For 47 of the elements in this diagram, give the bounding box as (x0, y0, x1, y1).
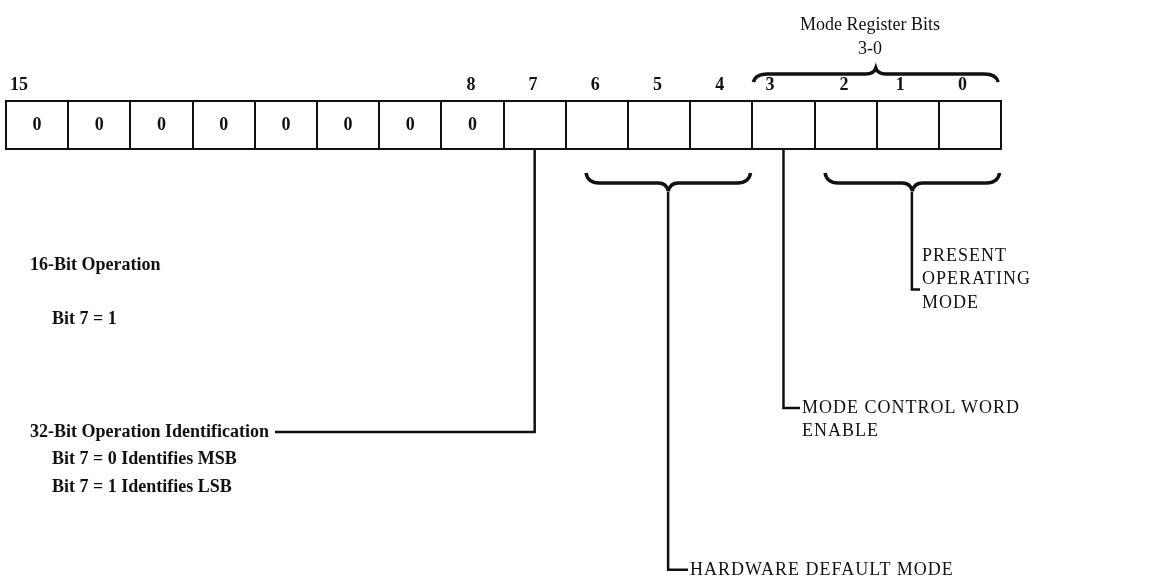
annotation-text: 32-Bit Operation Identification (30, 420, 269, 443)
bit-number: 0 (958, 73, 967, 96)
bit-value: 0 (32, 113, 42, 137)
annotation-text: HARDWARE DEFAULT MODE (690, 558, 954, 581)
bit-value: 0 (343, 113, 353, 137)
register-bit-cell (627, 100, 692, 150)
bit-value: 0 (157, 113, 166, 137)
register-bit-cell (875, 100, 940, 150)
bit-value: 0 (405, 113, 415, 137)
bit-number: 5 (653, 73, 662, 96)
register-bit-cell (502, 100, 567, 150)
register-bit-cell (253, 100, 318, 150)
register-bit-cell (564, 100, 629, 150)
bit-number: 1 (895, 73, 905, 96)
bit-number: 7 (528, 73, 538, 96)
leader-line (275, 150, 536, 434)
register-title: Mode Register Bits 3-0 (800, 13, 940, 61)
register-bit-cell (191, 100, 256, 150)
annotation-text: MODE CONTROL WORD ENABLE (802, 396, 1021, 443)
bit-number: 15 (10, 73, 28, 96)
annotation-text: Bit 7 = 0 Identifies MSB (52, 447, 237, 471)
leader-line (910, 192, 920, 291)
bit-value: 0 (94, 113, 104, 137)
register-bit-cell (378, 100, 443, 150)
bit-number: 6 (590, 73, 600, 96)
register-bit-cell (129, 100, 194, 150)
bit-number: 2 (839, 73, 849, 96)
register-bit-cell (5, 100, 70, 150)
register-bit-cell (440, 100, 505, 150)
bit-number: 8 (466, 73, 476, 96)
register-bit-cell (67, 100, 132, 150)
leader-line (666, 192, 688, 571)
bit-value: 0 (468, 113, 477, 137)
annotation-text: Bit 7 = 1 Identifies LSB (52, 474, 232, 498)
register-bit-cell (751, 100, 816, 150)
bit-value: 0 (219, 113, 229, 137)
leader-line (782, 150, 800, 410)
bit-number: 3 (765, 73, 775, 96)
register-bit-cell (316, 100, 381, 150)
annotation-text: Bit 7 = 1 (52, 307, 117, 330)
annotation-text: PRESENT OPERATING MODE (922, 244, 1032, 314)
register-bit-cell (689, 100, 754, 150)
annotation-text: 16-Bit Operation (30, 253, 161, 276)
bit-number: 4 (715, 73, 725, 96)
register-bit-cell (938, 100, 1003, 150)
bit-value: 0 (281, 113, 291, 137)
register-bit-cell (813, 100, 878, 150)
